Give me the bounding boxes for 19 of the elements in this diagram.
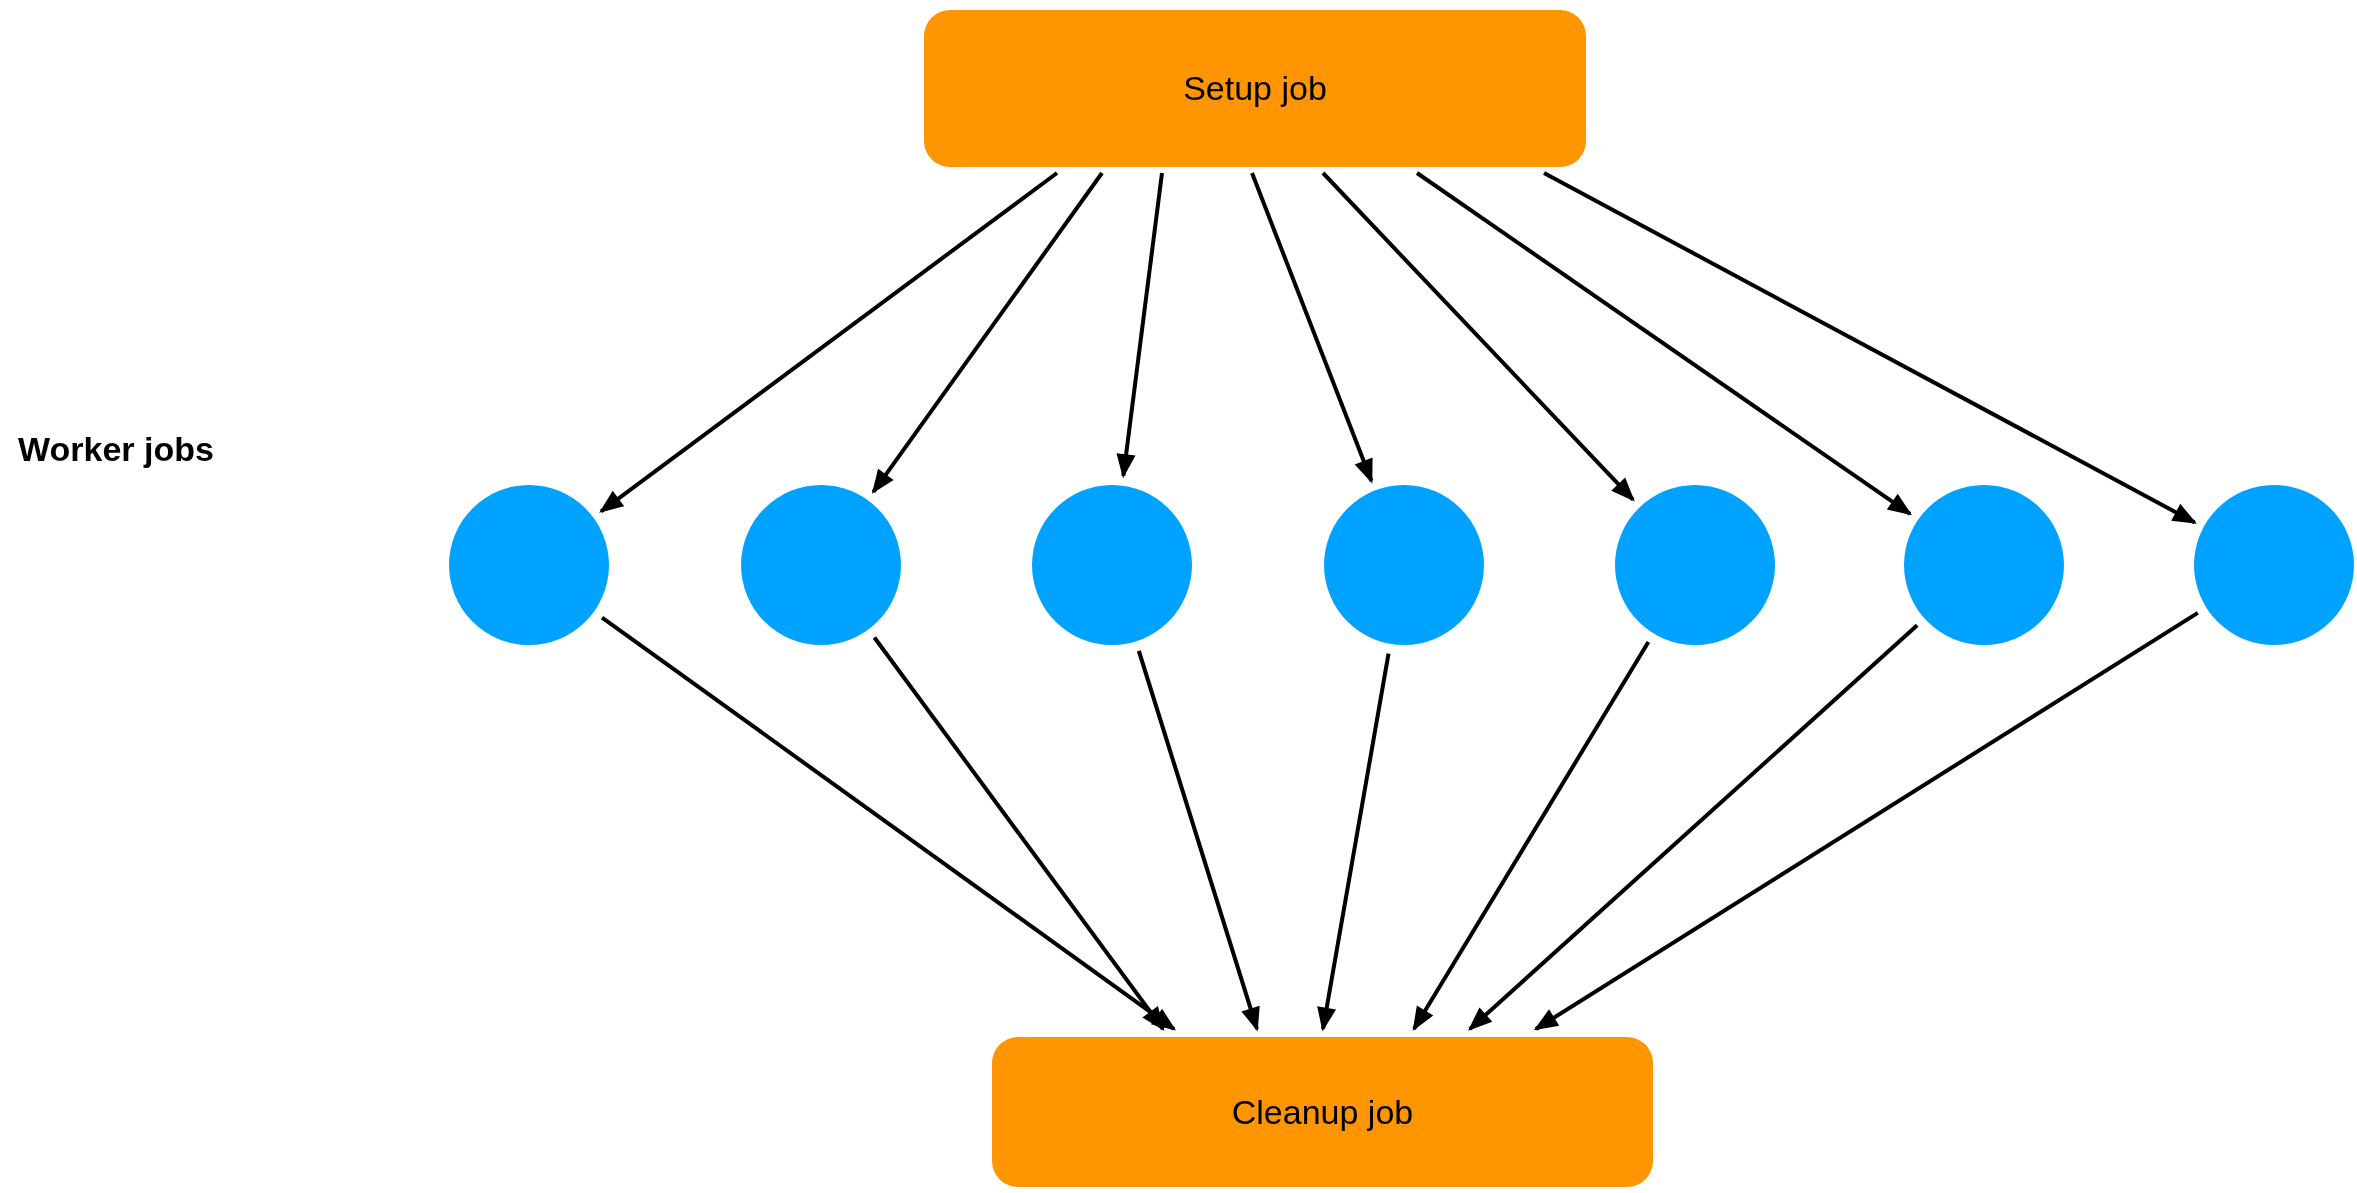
arrow (1250, 172, 1374, 484)
arrow (600, 615, 1176, 1031)
job-label: Setup job (1183, 69, 1327, 108)
arrow (1415, 171, 1912, 516)
arrow (1412, 640, 1651, 1032)
job-box (992, 1037, 1653, 1187)
job-box (924, 10, 1586, 167)
arrow (1321, 171, 1635, 502)
arrow (1136, 650, 1260, 1032)
job-label: Cleanup job (1231, 1092, 1414, 1132)
arrow (1468, 623, 1919, 1031)
arrow (1543, 171, 2197, 525)
arrow (871, 171, 1104, 494)
row-label: Worker jobs (18, 430, 214, 469)
arrow (599, 171, 1059, 513)
arrow (872, 636, 1165, 1032)
arrow (1317, 653, 1391, 1032)
arrow (1533, 611, 2199, 1031)
arrow (1116, 172, 1164, 479)
